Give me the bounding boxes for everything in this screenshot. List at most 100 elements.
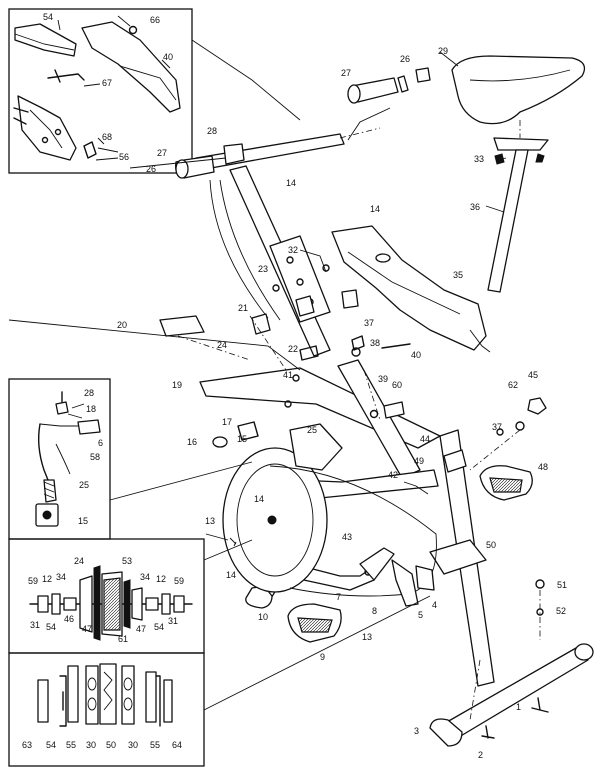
label-20-pad: 20 xyxy=(117,320,127,330)
label-56: 56 xyxy=(119,152,129,162)
label-60: 60 xyxy=(392,380,402,390)
label-17: 17 xyxy=(222,417,232,427)
label-9: 9 xyxy=(320,652,325,662)
label-26-endcap-spare: 26 xyxy=(400,54,410,64)
label-6: 6 xyxy=(98,438,103,448)
seat-assembly: 29 33 36 xyxy=(438,46,586,293)
label-54-axle-left: 54 xyxy=(46,622,56,632)
flywheel: 60 17 16 15 25 14 xyxy=(187,380,437,597)
pedal-right: 48 xyxy=(479,462,548,501)
label-37-b: 37 xyxy=(492,422,502,432)
label-42: 42 xyxy=(388,470,398,480)
label-54: 54 xyxy=(43,12,53,22)
label-50: 50 xyxy=(486,540,496,550)
label-47-right: 47 xyxy=(136,624,146,634)
label-31-left: 31 xyxy=(30,620,40,630)
label-31-right: 31 xyxy=(168,616,178,626)
label-25-spring: 25 xyxy=(79,480,89,490)
label-35: 35 xyxy=(453,270,463,280)
label-67: 67 xyxy=(102,78,112,88)
label-55-left: 55 xyxy=(66,740,76,750)
label-51: 51 xyxy=(557,580,567,590)
label-46: 46 xyxy=(64,614,74,624)
label-49: 49 xyxy=(414,456,424,466)
label-59-left: 59 xyxy=(28,576,38,586)
inset-axle: 24 53 59 12 34 34 12 59 31 54 46 47 61 4… xyxy=(8,538,205,654)
label-29-seat: 29 xyxy=(438,46,448,56)
label-53: 53 xyxy=(122,556,132,566)
label-40-b: 40 xyxy=(411,350,421,360)
label-30-right: 30 xyxy=(128,740,138,750)
label-34-left: 34 xyxy=(56,572,66,582)
label-7: 7 xyxy=(336,592,341,602)
main-frame: 41 19 39 44 49 42 43 50 11 14 10 7 xyxy=(172,359,496,687)
label-48: 48 xyxy=(538,462,548,472)
label-10-foot: 10 xyxy=(258,612,268,622)
label-15-tensioner: 15 xyxy=(78,516,88,526)
label-12-left: 12 xyxy=(42,574,52,584)
label-28-cable: 28 xyxy=(84,388,94,398)
inset-brake-cable: 28 18 6 58 25 15 xyxy=(8,378,111,540)
tension-knob: 62 45 37 xyxy=(469,370,547,471)
callout-leader-lines: 13 xyxy=(8,39,507,711)
label-12-right: 12 xyxy=(156,574,166,584)
label-27-grip-spare: 27 xyxy=(341,68,351,78)
label-63: 63 xyxy=(22,740,32,750)
label-14-screw-d: 14 xyxy=(254,494,264,504)
label-36-seat-post: 36 xyxy=(470,202,480,212)
label-66: 66 xyxy=(150,15,160,25)
label-14-screw-c: 14 xyxy=(226,570,236,580)
label-62: 62 xyxy=(508,380,518,390)
label-21: 21 xyxy=(238,303,248,313)
label-30-left: 30 xyxy=(86,740,96,750)
label-23: 23 xyxy=(258,264,268,274)
label-27-grip: 27 xyxy=(157,148,167,158)
label-13-screw: 13 xyxy=(205,516,215,526)
label-38: 38 xyxy=(370,338,380,348)
label-54-axle-right: 54 xyxy=(154,622,164,632)
label-2: 2 xyxy=(478,750,483,760)
label-55-right: 55 xyxy=(150,740,160,750)
label-61: 61 xyxy=(118,634,128,644)
rear-stabilizer: 51 52 3 1 2 xyxy=(414,579,594,760)
crank: 8 5 4 13 xyxy=(359,547,437,642)
label-41: 41 xyxy=(283,370,293,380)
label-58: 58 xyxy=(90,452,100,462)
label-45: 45 xyxy=(528,370,538,380)
label-3: 3 xyxy=(414,726,419,736)
label-28-handlebar: 28 xyxy=(207,126,217,136)
label-32: 32 xyxy=(288,245,298,255)
label-44: 44 xyxy=(420,434,430,444)
label-25-cover: 25 xyxy=(307,425,317,435)
label-52: 52 xyxy=(556,606,566,616)
inset-bearing-stack: 63 54 55 30 50 30 55 64 xyxy=(8,652,205,767)
pedal-left: 9 xyxy=(287,603,342,662)
label-14-screw-b: 14 xyxy=(370,204,380,214)
label-37-a: 37 xyxy=(364,318,374,328)
label-43: 43 xyxy=(342,532,352,542)
label-1: 1 xyxy=(516,702,521,712)
label-19: 19 xyxy=(172,380,182,390)
label-18: 18 xyxy=(86,404,96,414)
label-14-screw-a: 14 xyxy=(286,178,296,188)
label-24-axle: 24 xyxy=(74,556,84,566)
label-13-bolt: 13 xyxy=(362,632,372,642)
label-39: 39 xyxy=(378,374,388,384)
label-33-nut: 33 xyxy=(474,154,484,164)
label-59-right: 59 xyxy=(174,576,184,586)
label-68: 68 xyxy=(102,132,112,142)
label-24: 24 xyxy=(217,340,227,350)
label-54-bearing: 54 xyxy=(46,740,56,750)
label-34-right: 34 xyxy=(140,572,150,582)
label-40: 40 xyxy=(163,52,173,62)
label-4: 4 xyxy=(432,600,437,610)
label-26-endcap: 26 xyxy=(146,164,156,174)
inset-brake-strap: 54 66 40 67 68 56 xyxy=(8,8,193,174)
frame-cover: 32 23 35 21 20 24 22 37 38 40 xyxy=(117,225,491,361)
label-50-bearing: 50 xyxy=(106,740,116,750)
handlebar-assembly: 28 27 26 14 14 27 26 xyxy=(146,54,431,214)
label-47-left: 47 xyxy=(82,624,92,634)
label-64: 64 xyxy=(172,740,182,750)
label-16: 16 xyxy=(187,437,197,447)
